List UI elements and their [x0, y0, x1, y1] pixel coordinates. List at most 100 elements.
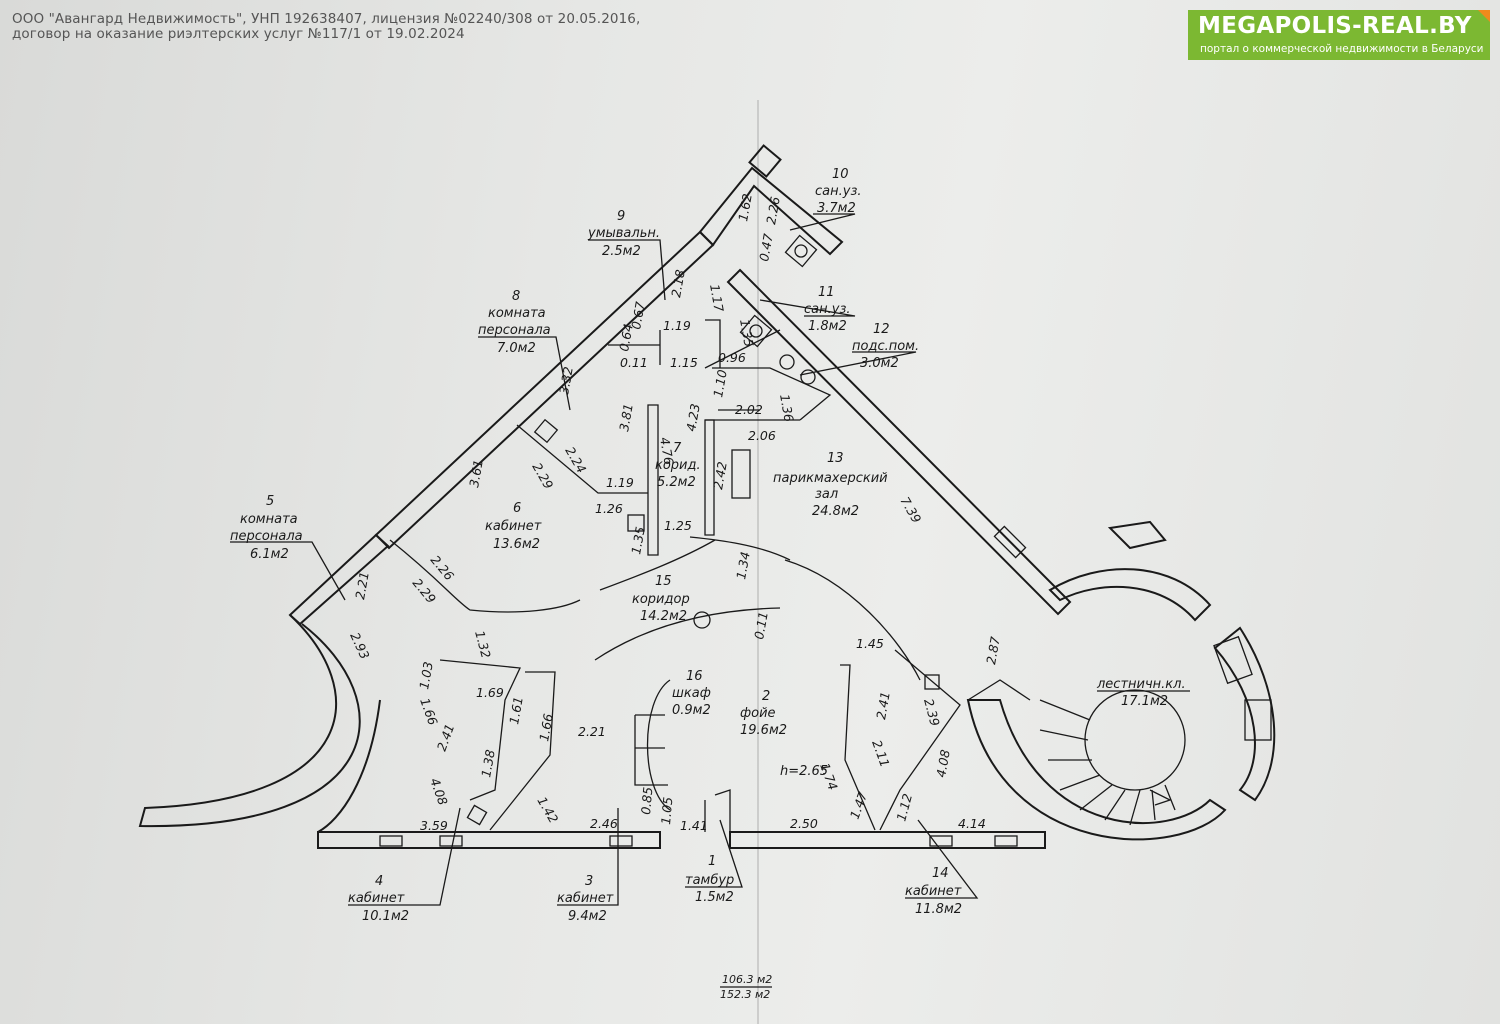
sink-2 — [739, 314, 773, 348]
dim-0-67: 0.67 — [628, 300, 648, 330]
room10-num: 10 — [832, 167, 849, 182]
window-4b — [439, 835, 463, 847]
dim-0-47: 0.47 — [756, 232, 776, 262]
fixtures — [466, 234, 940, 826]
dim-2-39: 2.39 — [921, 697, 943, 728]
room8-name1: комната — [488, 306, 546, 321]
room8-area: 7.0м2 — [497, 341, 536, 356]
room4-area: 10.1м2 — [362, 909, 409, 924]
room9-num: 9 — [617, 209, 625, 224]
dim-2-87: 2.87 — [983, 635, 1003, 665]
dim-3-81: 3.81 — [616, 402, 636, 432]
dim-2-18: 2.18 — [668, 268, 688, 298]
bottom-wall-right — [729, 831, 1046, 849]
room2-name: фойе — [740, 706, 776, 721]
room5-area: 6.1м2 — [250, 547, 289, 562]
toilet-1 — [794, 244, 808, 258]
sink-1 — [784, 234, 818, 268]
logo-tagline: портал о коммерческой недвижимости в Бел… — [1200, 43, 1484, 55]
agency-info: ООО "Авангард Недвижимость", УНП 1926384… — [12, 12, 640, 42]
room13-num: 13 — [827, 451, 844, 466]
room1-name: тамбур — [685, 873, 734, 888]
leader-5 — [230, 541, 346, 601]
dim-1-25: 1.25 — [664, 518, 692, 533]
wall-3-left — [489, 671, 556, 831]
leader-11 — [759, 299, 856, 317]
stair-arrow — [1149, 789, 1172, 806]
room7-name: корид. — [655, 458, 701, 473]
dim-2-29b: 2.29 — [410, 575, 439, 606]
radiator-4 — [466, 804, 488, 826]
stair-outer — [966, 699, 1227, 841]
staircase — [1039, 689, 1186, 826]
dim-4-14: 4.14 — [958, 816, 986, 831]
wall-6-curve — [389, 539, 581, 613]
dim-4-76: 4.76 — [657, 436, 677, 466]
wall-11 — [704, 319, 781, 369]
chimney-block — [748, 144, 782, 178]
corridor-arc-top — [599, 539, 716, 591]
room2-num: 2 — [762, 689, 770, 704]
room11-name: сан.уз. — [804, 302, 850, 317]
room6-name: кабинет — [485, 519, 542, 534]
dim-0-96: 0.96 — [718, 350, 746, 365]
dim-1-36: 1.36 — [777, 393, 797, 423]
dim-1-03: 1.03 — [416, 660, 436, 690]
dim-1-66b: 1.66 — [536, 712, 556, 742]
room6-area: 13.6м2 — [493, 537, 540, 552]
room13-area: 24.8м2 — [812, 504, 859, 519]
logo-corner-mark — [1478, 10, 1490, 22]
dim-0-11a: 0.11 — [620, 355, 648, 370]
dim-2-42: 2.42 — [710, 460, 730, 490]
agency-line-2: договор на оказание риэлтерских услуг №1… — [12, 26, 465, 42]
room12-area: 3.0м2 — [860, 356, 899, 371]
boiler-2 — [800, 369, 816, 385]
stair-right-arc — [1213, 626, 1276, 802]
column — [693, 611, 711, 629]
dim-2-50: 2.50 — [790, 816, 818, 831]
radiator-14 — [924, 674, 940, 690]
top-annex-wall — [698, 166, 844, 256]
boiler-1 — [779, 354, 795, 370]
dim-1-62: 1.62 — [735, 192, 755, 222]
wall-14-right — [967, 679, 1031, 701]
room11-area: 1.8м2 — [808, 319, 847, 334]
room9-name: умывальн. — [587, 226, 660, 241]
site-logo[interactable]: MEGAPOLIS-REAL.BY портал о коммерческой … — [1188, 10, 1490, 60]
dim-3-59: 3.59 — [420, 818, 448, 833]
dim-1-45: 1.45 — [856, 636, 884, 651]
dim-4-08a: 4.08 — [427, 776, 451, 807]
dim-3-61: 3.61 — [466, 458, 486, 488]
leader-10 — [789, 213, 856, 231]
radiator-6 — [627, 514, 645, 532]
room6-num: 6 — [513, 501, 521, 516]
room16-name: шкаф — [672, 686, 711, 701]
dim-2-93: 2.93 — [347, 630, 372, 662]
dim-0-64: 0.64 — [616, 322, 636, 352]
stair-name: лестничн.кл. — [1096, 677, 1186, 692]
room5-name2: персонала — [230, 529, 303, 544]
total-main-area: 106.3 м2 — [722, 973, 772, 986]
leader-1 — [685, 819, 743, 888]
dim-2-46: 2.46 — [590, 816, 618, 831]
dim-2-06: 2.06 — [748, 428, 776, 443]
window-13 — [993, 525, 1027, 559]
room15-area: 14.2м2 — [640, 609, 687, 624]
dim-3-32: 3.32 — [556, 365, 576, 395]
room7-area: 5.2м2 — [657, 475, 696, 490]
area-totals: 106.3 м2 152.3 м2 — [720, 973, 772, 1001]
dim-1-12: 1.12 — [893, 792, 915, 823]
dim-2-21b: 2.21 — [578, 724, 606, 739]
dim-0-11b: 0.11 — [751, 610, 771, 640]
room9-area: 2.5м2 — [602, 244, 641, 259]
dim-1-26: 1.26 — [595, 501, 623, 516]
room1-area: 1.5м2 — [695, 890, 734, 905]
agency-line-1: ООО "Авангард Недвижимость", УНП 1926384… — [12, 11, 641, 27]
room3-name: кабинет — [557, 891, 614, 906]
room-labels: 10 сан.уз. 3.7м2 9 умывальн. 2.5м2 11 са… — [230, 167, 1186, 924]
dim-1-35b: 1.35 — [628, 525, 648, 555]
room3-area: 9.4м2 — [568, 909, 607, 924]
dim-1-10: 1.10 — [710, 368, 730, 398]
wall-closet — [634, 714, 668, 786]
